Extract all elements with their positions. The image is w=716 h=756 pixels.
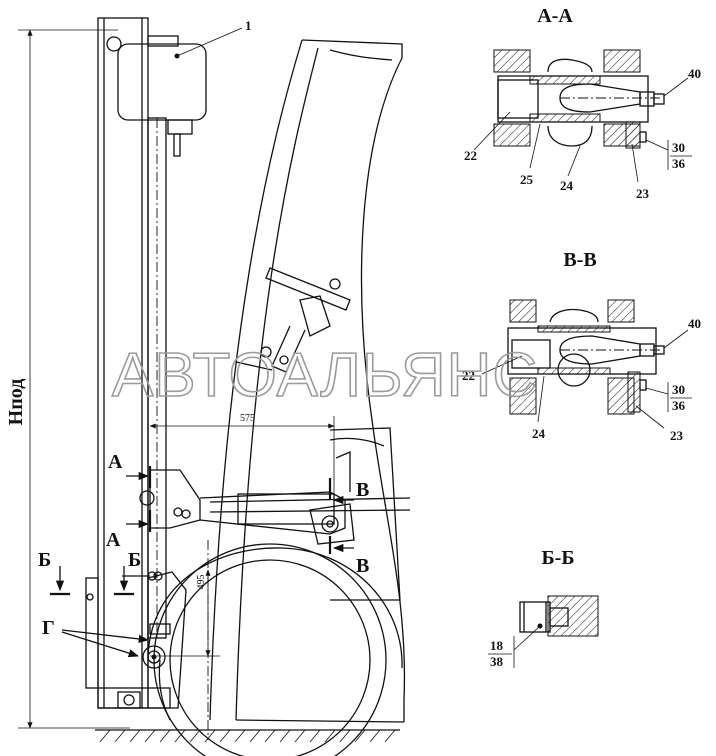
marker-b-left: Б — [38, 549, 51, 571]
callout-1: 1 — [245, 18, 252, 33]
dim-575-label: 575 — [240, 413, 255, 424]
side-panel — [329, 427, 401, 601]
callout-30-a: 30 — [672, 140, 685, 155]
marker-g: Г — [42, 617, 150, 658]
callout-24-b: 24 — [532, 426, 546, 441]
watermark: АВТОАЛЬЯНС — [112, 341, 538, 410]
section-bb-title: Б-Б — [541, 547, 574, 569]
lower-carriage — [122, 571, 187, 709]
callout-38: 38 — [490, 654, 504, 669]
section-aa-title: А-А — [537, 5, 573, 27]
section-aa: А-А 40 22 25 24 23 30 36 — [464, 5, 701, 201]
callout-24-a: 24 — [560, 178, 574, 193]
section-marker-v: В В — [328, 478, 369, 577]
callout-18: 18 — [490, 638, 504, 653]
callout-23-b: 23 — [670, 428, 684, 443]
height-dimension: Нпод — [5, 29, 130, 729]
front-wheel — [147, 543, 403, 756]
dim-495-label: 495 — [196, 575, 207, 590]
mast — [85, 17, 171, 709]
ground-line — [95, 729, 400, 743]
callout-40-b: 40 — [688, 316, 701, 331]
callout-22-a: 22 — [464, 148, 477, 163]
part-1-housing: 1 — [117, 18, 252, 157]
marker-v-bottom: В — [356, 555, 369, 577]
callout-36-a: 36 — [672, 156, 686, 171]
tilt-cylinder — [139, 451, 411, 545]
section-marker-b: Б Б — [38, 549, 141, 596]
steering-wheel — [235, 267, 351, 373]
section-marker-a: А А — [106, 451, 152, 551]
marker-v-top: В — [356, 479, 369, 501]
dimension-495: 495 — [150, 540, 220, 740]
callout-22-b: 22 — [462, 368, 475, 383]
section-vv: В-В 40 22 24 23 30 36 — [462, 249, 701, 443]
marker-a-bottom: А — [106, 529, 121, 551]
marker-g-label: Г — [42, 617, 55, 639]
dimension-575: 575 — [149, 413, 335, 500]
section-bb: Б-Б 18 38 — [488, 547, 599, 669]
marker-a-top: А — [108, 451, 123, 473]
marker-b-right: Б — [128, 549, 141, 571]
callout-30-b: 30 — [672, 382, 685, 397]
callout-25: 25 — [520, 172, 534, 187]
callout-40-a: 40 — [688, 66, 701, 81]
callout-23-a: 23 — [636, 186, 650, 201]
height-label: Нпод — [5, 379, 27, 426]
callout-36-b: 36 — [672, 398, 686, 413]
section-vv-title: В-В — [563, 249, 596, 271]
